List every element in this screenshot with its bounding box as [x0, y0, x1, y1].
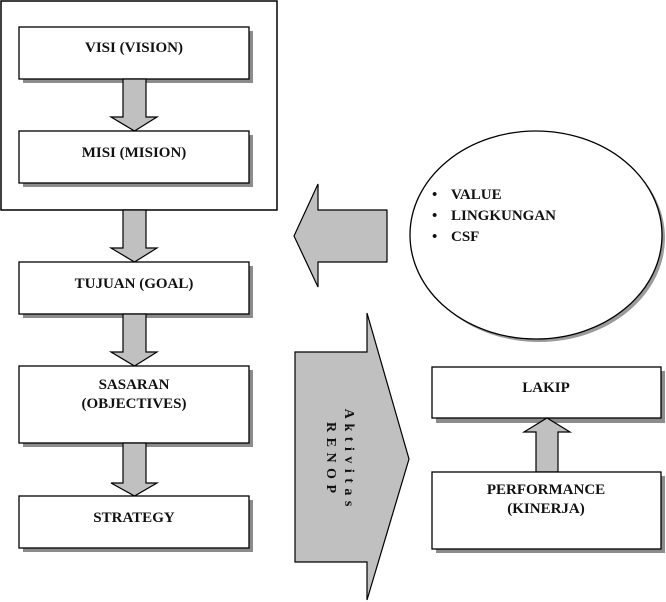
- left-arrow: [293, 183, 388, 288]
- misi-box: MISI (MISION): [18, 130, 253, 187]
- sasaran-label-line1: SASARAN: [99, 377, 170, 393]
- strategy-label: STRATEGY: [93, 510, 175, 526]
- bullet-icon: •: [432, 229, 437, 245]
- tujuan-label: TUJUAN (GOAL): [75, 276, 194, 292]
- performance-label-line1: PERFORMANCE: [487, 482, 605, 498]
- visi-box: VISI (VISION): [18, 26, 253, 83]
- factor-csf: CSF: [451, 229, 479, 245]
- up-arrow-performance-lakip: [521, 417, 573, 473]
- renop-label-line1: A k t i v i t a s: [341, 409, 356, 508]
- lakip-box: LAKIP: [431, 366, 665, 423]
- renop-activity-arrow: A k t i v i t a s R E N O P: [294, 312, 410, 601]
- misi-label: MISI (MISION): [82, 145, 187, 161]
- bullet-icon: •: [432, 187, 437, 203]
- factors-ellipse: • VALUE • LINGKUNGAN • CSF: [409, 130, 665, 342]
- down-arrow-sasaran-strategy: [110, 442, 160, 497]
- down-arrow-misi-tujuan: [108, 209, 160, 263]
- sasaran-box: SASARAN (OBJECTIVES): [18, 365, 253, 447]
- visi-label: VISI (VISION): [85, 40, 183, 56]
- factor-lingkungan: LINGKUNGAN: [451, 208, 556, 224]
- down-arrow-visi-misi: [108, 78, 160, 132]
- performance-box: PERFORMANCE (KINERJA): [431, 471, 665, 553]
- down-arrow-tujuan-sasaran: [108, 313, 160, 367]
- sasaran-label-line2: (OBJECTIVES): [81, 396, 186, 412]
- strategy-box: STRATEGY: [18, 495, 253, 552]
- lakip-label: LAKIP: [522, 380, 570, 396]
- factor-value: VALUE: [451, 187, 502, 203]
- renop-label-line2: R E N O P: [323, 422, 338, 494]
- bullet-icon: •: [432, 208, 437, 224]
- tujuan-box: TUJUAN (GOAL): [18, 261, 253, 318]
- performance-label-line2: (KINERJA): [507, 501, 585, 517]
